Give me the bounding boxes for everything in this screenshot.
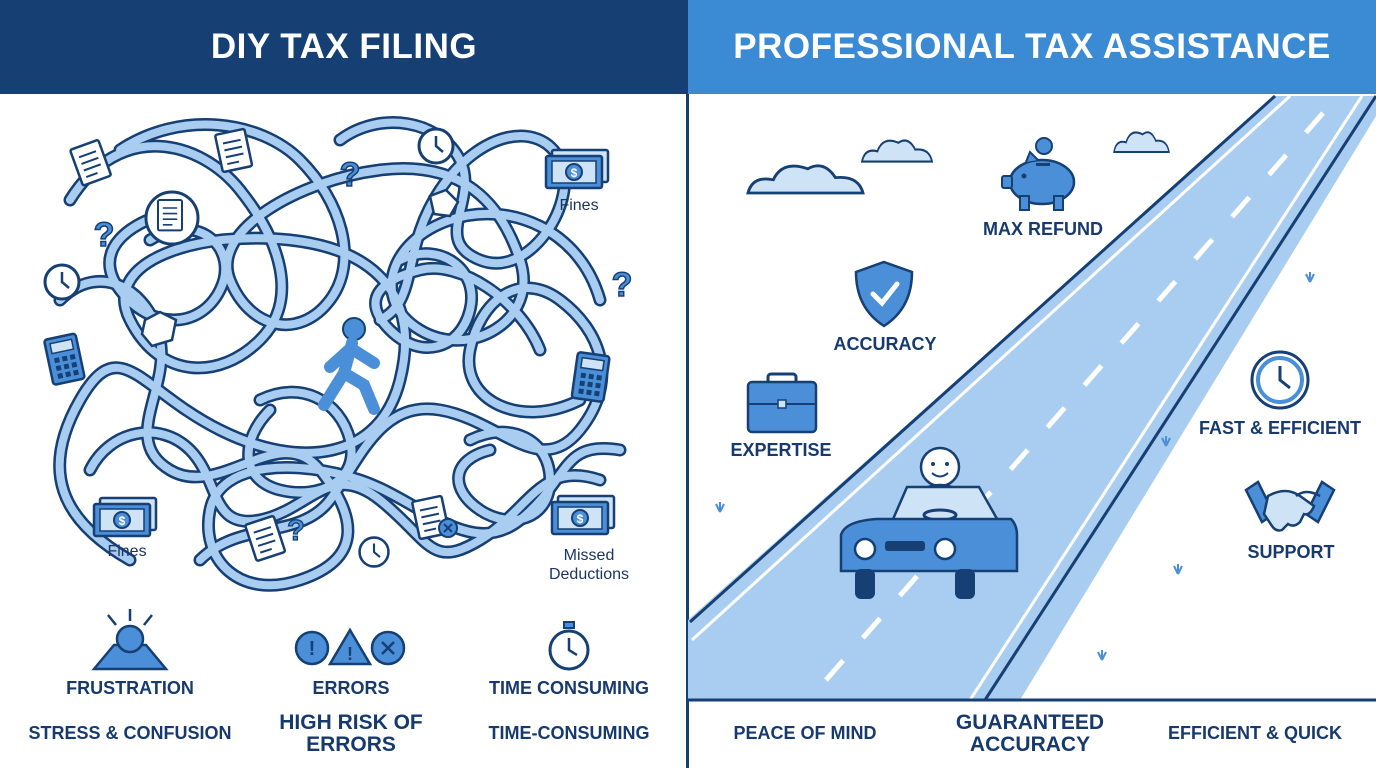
accuracy-label: ACCURACY bbox=[833, 334, 937, 354]
fines-label: Fines bbox=[107, 543, 147, 560]
tangled-maze bbox=[53, 116, 627, 592]
clock-icon bbox=[1250, 350, 1310, 410]
money-bill-icon bbox=[92, 496, 158, 538]
clock-icon bbox=[417, 127, 455, 165]
diy-header: DIY TAX FILING bbox=[0, 0, 688, 94]
document-icon bbox=[68, 138, 113, 187]
time-consuming-bottom-label: TIME-CONSUMING bbox=[488, 723, 650, 743]
errors-label: ERRORS bbox=[312, 678, 390, 698]
question-mark-icon bbox=[338, 155, 362, 195]
piggy-bank-icon bbox=[1001, 137, 1076, 211]
shield-check-icon bbox=[854, 260, 914, 328]
handshake-icon bbox=[1244, 480, 1336, 532]
warning-error-icons: ! ! bbox=[294, 627, 406, 666]
question-mark-icon bbox=[286, 514, 306, 548]
support-label: SUPPORT bbox=[1247, 542, 1335, 562]
clock-icon bbox=[43, 263, 81, 301]
cloud-icon bbox=[860, 139, 934, 163]
cloud-icon bbox=[746, 164, 865, 195]
stressed-person-icon bbox=[91, 609, 169, 671]
fines-label: Fines bbox=[559, 197, 599, 214]
walking-person-icon bbox=[318, 317, 380, 415]
question-mark-icon bbox=[610, 265, 634, 305]
document-error-icon bbox=[410, 494, 458, 541]
efficient-quick-label: EFFICIENT & QUICK bbox=[1168, 723, 1342, 743]
fast-efficient-label: FAST & EFFICIENT bbox=[1199, 418, 1361, 438]
professional-title: PROFESSIONAL TAX ASSISTANCE bbox=[733, 27, 1331, 66]
cloud-icon bbox=[1112, 131, 1171, 154]
missed-deductions-label: Missed Deductions bbox=[548, 547, 630, 584]
stopwatch-icon bbox=[548, 621, 590, 671]
briefcase-icon bbox=[746, 372, 818, 434]
svg-text:!: ! bbox=[347, 644, 353, 664]
high-risk-errors-label: HIGH RISK OF ERRORS bbox=[279, 711, 423, 757]
document-icon bbox=[213, 127, 254, 174]
peace-of-mind-label: PEACE OF MIND bbox=[733, 723, 877, 743]
panel-divider bbox=[686, 94, 689, 768]
professional-header: PROFESSIONAL TAX ASSISTANCE bbox=[688, 0, 1376, 94]
question-mark-icon bbox=[92, 215, 116, 255]
document-edit-icon bbox=[144, 190, 200, 246]
svg-text:!: ! bbox=[309, 638, 316, 660]
time-consuming-label: TIME CONSUMING bbox=[489, 678, 649, 698]
car-icon bbox=[839, 446, 1019, 599]
max-refund-label: MAX REFUND bbox=[983, 219, 1103, 239]
money-bill-icon bbox=[550, 494, 616, 536]
clock-icon bbox=[358, 536, 390, 568]
money-bill-icon bbox=[544, 148, 610, 190]
frustration-label: FRUSTRATION bbox=[66, 678, 194, 698]
calculator-icon bbox=[42, 332, 87, 387]
calculator-icon bbox=[570, 350, 611, 404]
crumpled-paper-icon bbox=[140, 188, 460, 348]
expertise-label: EXPERTISE bbox=[730, 440, 832, 460]
guaranteed-accuracy-label: GUARANTEED ACCURACY bbox=[955, 711, 1105, 757]
diy-title: DIY TAX FILING bbox=[210, 27, 478, 66]
stress-confusion-label: STRESS & CONFUSION bbox=[28, 723, 232, 743]
